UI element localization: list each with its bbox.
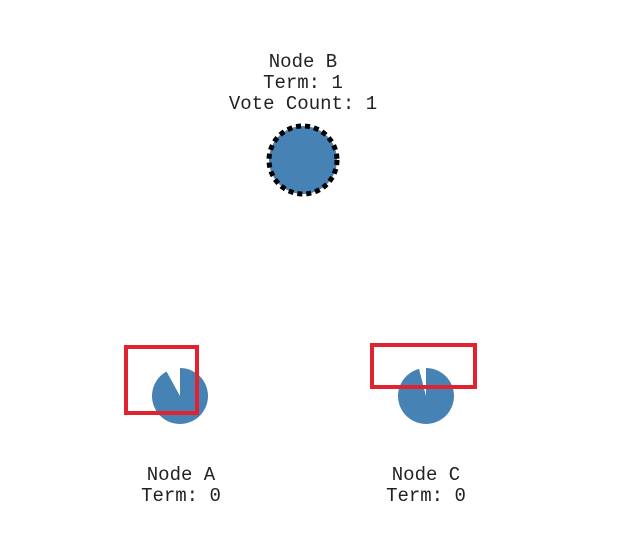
node-b-vote-count: Vote Count: 1	[229, 93, 377, 115]
node-a-name: Node A	[147, 464, 216, 486]
node-b-candidate-circle[interactable]	[266, 123, 340, 197]
node-a[interactable]: Node A Term: 0	[124, 345, 221, 507]
node-c-election-timer-circle[interactable]	[398, 368, 455, 425]
node-c-term: Term: 0	[386, 485, 466, 507]
node-c[interactable]: Node C Term: 0	[370, 343, 477, 507]
node-c-highlight-box	[370, 343, 477, 389]
node-a-highlight-box	[124, 345, 199, 415]
node-c-name: Node C	[392, 464, 460, 486]
node-b[interactable]: Node B Term: 1 Vote Count: 1	[229, 51, 377, 197]
node-a-election-timer-circle[interactable]	[151, 368, 208, 424]
node-a-term: Term: 0	[141, 485, 221, 507]
node-b-name: Node B	[269, 51, 337, 73]
node-b-term: Term: 1	[263, 72, 343, 94]
